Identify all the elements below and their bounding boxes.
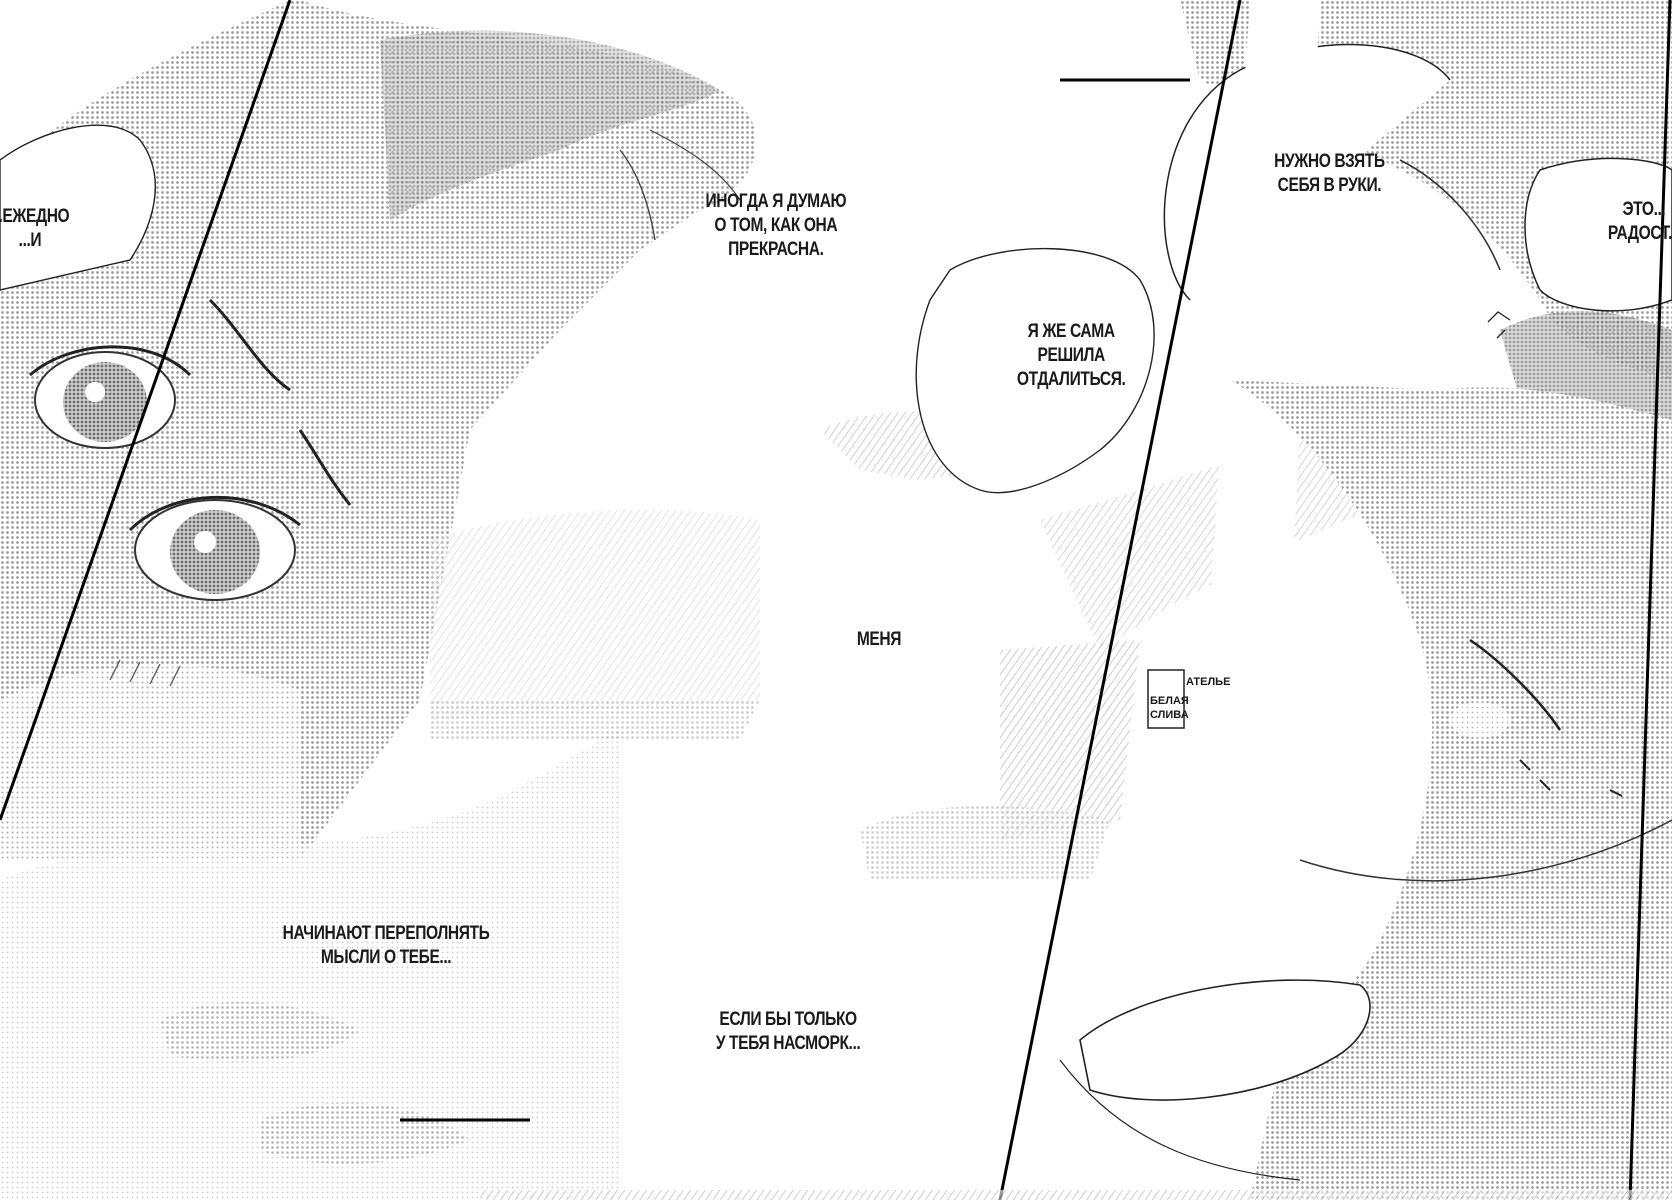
caption-middle: Я ЖЕ САМА РЕШИЛА ОТДАЛИТЬСЯ. (1017, 320, 1126, 392)
caption-bottom-center: ЕСЛИ БЫ ТОЛЬКО У ТЕБЯ НАСМОРК... (715, 1008, 861, 1056)
caption-line: ЭТО... (1622, 199, 1666, 220)
caption-line: СЕБЯ В РУКИ. (1277, 175, 1382, 196)
caption-line: РАДОСТ... (1607, 223, 1672, 244)
caption-line: НАЧИНАЮТ ПЕРЕПОЛНЯТЬ (282, 923, 490, 944)
caption-top-left: ИНОГДА Я ДУМАЮ О ТОМ, КАК ОНА ПРЕКРАСНА. (705, 190, 846, 262)
caption-far-left: ...ЕЖЕДНО ...И (0, 205, 70, 253)
right-eye (128, 495, 301, 601)
caption-line: ИНОГДА Я ДУМАЮ (705, 191, 847, 212)
caption-line: Я ЖЕ САМА (1027, 321, 1115, 342)
caption-line: МЕНЯ (856, 629, 902, 650)
caption-line: ...И (18, 230, 42, 251)
cloud-band (0, 730, 620, 1200)
lower-right-boy (1059, 0, 1672, 1200)
caption-top-right: НУЖНО ВЗЯТЬ СЕБЯ В РУКИ. (1274, 150, 1385, 198)
shop-sign-c: БЕЛАЯ СЛИВА (1150, 694, 1189, 722)
caption-line: ...ЕЖЕДНО (0, 206, 70, 227)
caption-far-right: ЭТО... РАДОСТ... (1608, 198, 1672, 246)
speech-bubble-far-left (0, 124, 156, 291)
shop-sign-c-text: БЕЛАЯ СЛИВА (1150, 695, 1189, 721)
speech-bubble-middle (915, 247, 1155, 494)
caption-bottom-left: НАЧИНАЮТ ПЕРЕПОЛНЯТЬ МЫСЛИ О ТЕБЕ... (283, 922, 490, 970)
caption-line: МЫСЛИ О ТЕБЕ... (320, 947, 452, 968)
caption-line: ПРЕКРАСНА. (728, 239, 824, 260)
caption-line: НУЖНО ВЗЯТЬ (1274, 151, 1385, 172)
panel-border-1 (0, 0, 292, 821)
caption-line: О ТОМ, КАК ОНА (714, 215, 838, 236)
caption-line: РЕШИЛА (1037, 345, 1105, 366)
panel-border-3 (1628, 0, 1672, 1200)
caption-center: МЕНЯ (856, 628, 902, 652)
caption-line: У ТЕБЯ НАСМОРК... (715, 1033, 861, 1054)
caption-line: ЕСЛИ БЫ ТОЛЬКО (719, 1009, 857, 1030)
shop-sign-b: АТЕЛЬЕ (1186, 676, 1231, 688)
caption-line: ОТДАЛИТЬСЯ. (1016, 369, 1126, 390)
panel-border-2 (998, 0, 1242, 1200)
